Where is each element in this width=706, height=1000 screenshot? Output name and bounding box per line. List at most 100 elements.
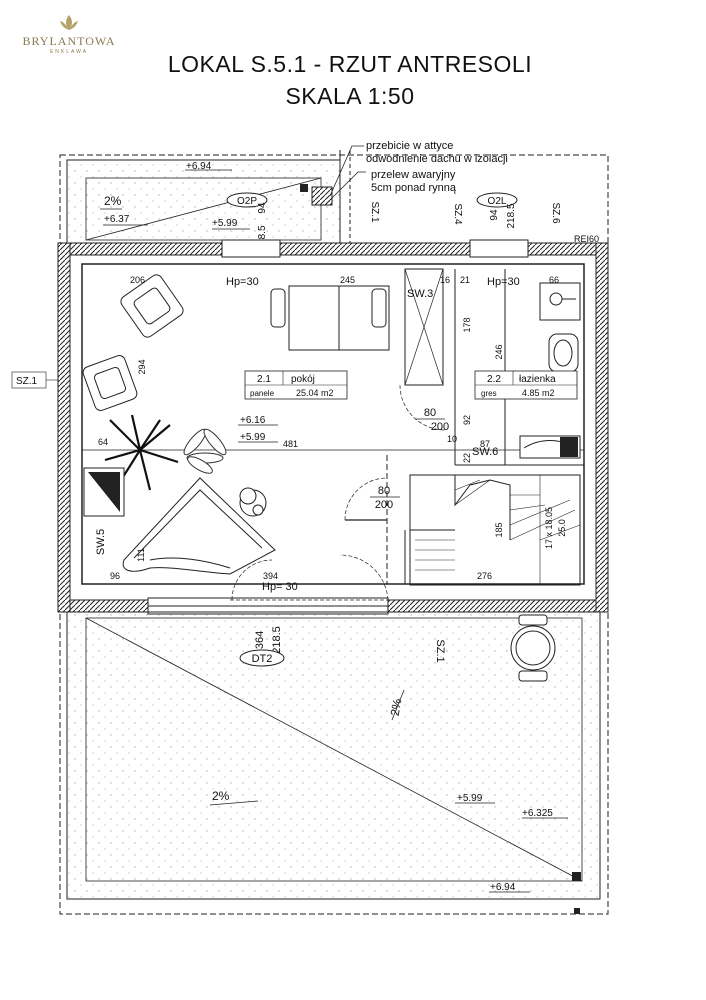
terrace-slope-mid: 2%: [212, 789, 230, 803]
dimension-label: +5.99: [457, 793, 483, 804]
dimension-label: Hp=30: [226, 276, 259, 288]
door-upper: [399, 384, 446, 431]
logo-name: BRYLANTOWA: [22, 34, 116, 48]
room-label-lazienka: 2.2 łazienka gres 4.85 m2: [474, 370, 578, 400]
bathroom-fixtures: [519, 282, 581, 459]
door-lower: [344, 477, 388, 521]
tag-sz1-top: SZ.1: [369, 201, 380, 223]
dimension-label: +6.37: [104, 214, 130, 225]
dimension-label: Hp= 30: [262, 581, 298, 593]
dimension-label: 17 x 18.05: [544, 507, 554, 549]
round-table: [510, 614, 556, 682]
terrace-level-599: +5.99: [455, 793, 495, 804]
dimension-label: 294: [137, 359, 147, 374]
door-terrace: [230, 554, 389, 601]
logo-subtitle: ENKLAWA: [49, 49, 89, 55]
dimension-label: 21: [460, 275, 470, 285]
armchair-left: [82, 355, 138, 411]
tag-sz6: SZ.6: [550, 202, 561, 224]
floor-lamp: [239, 487, 267, 517]
dimension-label: 218.5: [271, 626, 283, 654]
dimension-label: 185: [494, 522, 504, 537]
dimension-label: 10: [447, 434, 457, 444]
dimension-label: 94: [257, 202, 268, 214]
dimension-label: 22: [462, 453, 472, 463]
top-level-599: +5.99: [212, 218, 250, 230]
room-number-pokoj: 2.1: [257, 374, 271, 385]
dimension-label: +6.94: [186, 161, 212, 172]
page-title: LOKAL S.5.1 - RZUT ANTRESOLI SKALA 1:50: [120, 48, 580, 112]
tag-sw3: SW.3: [407, 288, 433, 300]
title-line-2: SKALA 1:50: [285, 83, 415, 109]
tag-o2p: O2P: [226, 192, 268, 208]
dimension-label: 92: [462, 415, 472, 425]
dimension-label: 66: [549, 275, 559, 285]
dimension-label: 87: [480, 439, 490, 449]
room-area-lazienka: 4.85 m2: [522, 388, 555, 398]
dimension-label: 246: [494, 344, 504, 359]
terrace-slope-diag: 2%: [388, 697, 405, 717]
room-level-616: +6.16: [238, 415, 278, 426]
dimension-label: O2P: [237, 196, 257, 207]
room-finish-pokoj: panele: [250, 389, 275, 398]
door-lower-height: 200: [375, 499, 393, 511]
sofa: [122, 477, 276, 575]
note-attic-opening: przebicie w attyce odwodnienie dachu w i…: [329, 140, 508, 197]
brand-logo: BRYLANTOWA ENKLAWA: [10, 14, 128, 55]
room-number-lazienka: 2.2: [487, 374, 501, 385]
room-level-599: +5.99: [238, 432, 278, 443]
note-overflow-line1: przelew awaryjny: [371, 169, 456, 181]
dimension-label: 64: [98, 437, 108, 447]
title-line-1: LOKAL S.5.1 - RZUT ANTRESOLI: [167, 51, 533, 77]
note-emergency-overflow: przelew awaryjny 5cm ponad rynną: [325, 169, 457, 205]
room-label-pokoj: 2.1 pokój panele 25.04 m2: [244, 370, 348, 400]
dimension-label: 364: [254, 631, 266, 649]
top-level-694: +6.94: [185, 161, 232, 172]
dimension-label: 206: [130, 275, 145, 285]
dimension-label: 111: [136, 548, 146, 562]
dimension-label: 218.5: [257, 225, 268, 250]
note-attic-line2: odwodnienie dachu w izolacji: [366, 153, 508, 165]
dimension-label: +5.99: [212, 218, 238, 229]
door-upper-height: 200: [431, 421, 449, 433]
tag-sz1-left: SZ.1: [16, 376, 38, 387]
room-name-pokoj: pokój: [291, 374, 315, 385]
door-lower-width: 80: [378, 485, 390, 497]
bottom-level-694: +6.94: [489, 882, 530, 893]
tag-sz1-terrace: SZ.1: [434, 639, 446, 662]
small-plant: [183, 428, 227, 474]
dimension-label: 218.5: [506, 203, 517, 228]
dimension-label: 276: [477, 571, 492, 581]
top-slope: 2%: [104, 194, 122, 208]
dimension-label: +6.325: [522, 808, 553, 819]
desk: [270, 285, 390, 351]
top-level-637: +6.37: [103, 214, 148, 226]
dimension-label: 481: [283, 439, 298, 449]
corner-cabinet: [83, 467, 125, 517]
armchair-top: [120, 274, 184, 338]
tag-sz4: SZ.4: [452, 203, 463, 225]
stairs: [409, 474, 581, 586]
dimension-label: 178: [462, 317, 472, 332]
terrace-level-6325: +6.325: [522, 808, 568, 819]
dimension-label: 245: [340, 275, 355, 285]
note-attic-line1: przebicie w attyce: [366, 140, 453, 152]
lotus-icon: [60, 15, 78, 30]
room-name-lazienka: łazienka: [519, 374, 556, 385]
tag-o2l: O2L: [476, 192, 518, 208]
tag-rei60: REI60: [574, 234, 599, 244]
dimension-label: 25.0: [557, 519, 567, 537]
room-area-pokoj: 25.04 m2: [296, 388, 334, 398]
room-finish-lazienka: gres: [481, 389, 497, 398]
dimension-label: +5.99: [240, 432, 266, 443]
note-overflow-line2: 5cm ponad rynną: [371, 182, 457, 194]
dimension-label: 96: [110, 571, 120, 581]
dimension-label: DT2: [252, 653, 273, 665]
dimension-label: 394: [263, 571, 278, 581]
dimension-label: 16: [440, 275, 450, 285]
palm-plant: [104, 414, 179, 491]
dimension-label: +6.94: [490, 882, 516, 893]
terrace: [59, 611, 609, 915]
dimension-label: Hp=30: [487, 276, 520, 288]
dimension-label: 94: [489, 209, 500, 221]
